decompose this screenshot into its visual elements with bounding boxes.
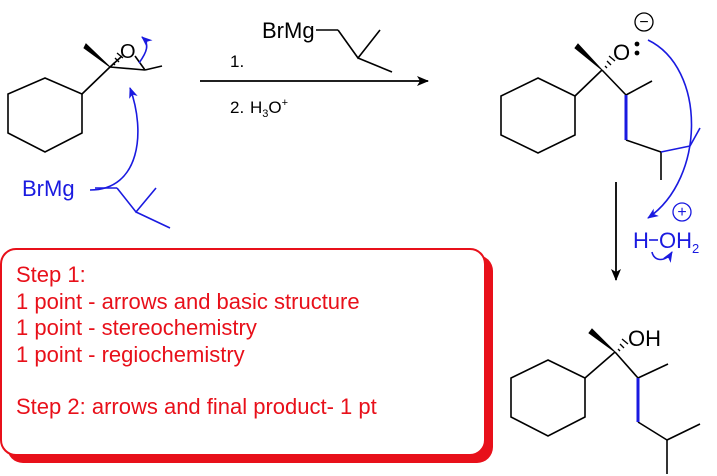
nucleophile-chain [95,187,171,229]
alkoxide-oxygen-label: O [613,40,630,65]
epoxide-c-c-bond [109,66,146,71]
ring-to-quaternary-bond [81,66,111,95]
methyl-wedge-product [588,328,616,353]
methyl-wedge-intermediate [574,43,603,71]
hydronium-oh: OH2 [659,228,699,256]
bond-breaking-arrow [651,251,673,263]
epoxide-methyl [144,65,163,71]
alkoxide-intermediate [500,43,662,180]
hydronium-h: H [633,228,649,253]
grading-note-box: Step 1: 1 point - arrows and basic struc… [0,248,486,456]
intermediate-tail-chain [660,127,701,153]
cyclohexane-ring-start [7,77,83,153]
epoxide-opening-arrow [138,36,153,64]
step1-point-arrows: 1 point - arrows and basic structure [16,288,360,314]
negative-charge-circle [634,12,654,32]
epoxide-c-o-bond-2 [134,55,146,71]
alcohol-product [510,328,701,474]
cyclohexane-ring-intermediate [500,77,576,154]
hashed-bond-product [617,338,629,352]
protonation-arrow [647,39,693,219]
negative-charge-symbol: − [639,14,648,31]
note-spacer [16,368,470,394]
methyl-wedge-start [83,43,111,68]
step1-number: 1. [230,52,244,71]
grignard-top-chain [316,29,393,73]
oxygen-lone-pair [634,41,640,56]
step2-reagent: H3O+ [250,97,288,120]
starting-material [7,43,163,153]
grignard-reagent-label: BrMg [262,18,315,43]
step1-point-stereo: 1 point - stereochemistry [16,315,257,340]
step1-point-regio: 1 point - regiochemistry [16,341,245,367]
epoxide-c-o-bond-1 [109,55,123,68]
positive-charge-circle [672,202,692,222]
nucleophile-label: BrMg [22,176,75,201]
hashed-bond-intermediate [604,55,616,69]
hydroxyl-label: OH [628,326,661,351]
step2-note: Step 2: arrows and final product- 1 pt [16,394,377,419]
cyclohexane-ring-product [510,359,586,437]
nucleophilic-attack-arrow [89,87,139,191]
step1-title: Step 1: [16,262,86,287]
positive-charge-symbol: + [677,204,686,221]
step2-number: 2. [230,98,244,117]
epoxide-oxygen-label: O [120,41,136,63]
